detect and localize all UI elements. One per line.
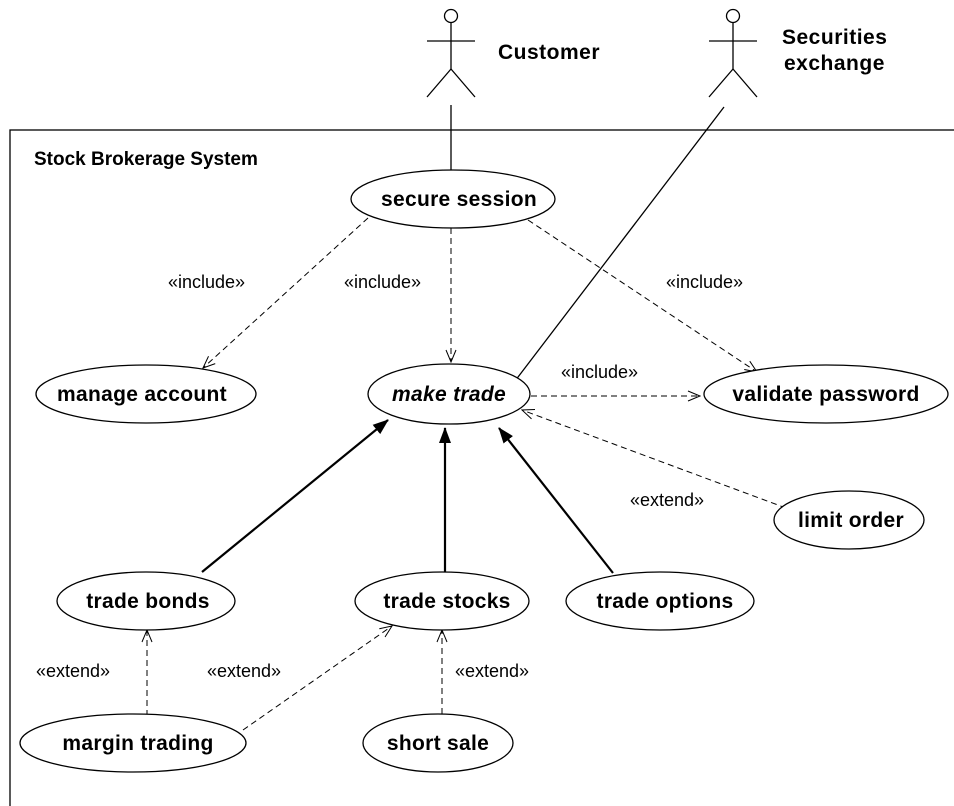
use-case-label: trade bonds bbox=[86, 590, 209, 613]
actor-securities-exchange[interactable]: Securities exchange bbox=[708, 8, 887, 98]
use-case-ellipse bbox=[19, 713, 247, 773]
use-case-manage-account[interactable]: manage account bbox=[35, 364, 257, 424]
actor-leg-right bbox=[732, 68, 758, 98]
use-case-trade-stocks[interactable]: trade stocks bbox=[354, 571, 530, 631]
system-title: Stock Brokerage System bbox=[34, 149, 258, 170]
actor-label-exchange-line2: exchange bbox=[784, 52, 885, 75]
system-boundary bbox=[9, 129, 954, 806]
use-case-ellipse bbox=[773, 490, 925, 550]
use-case-margin-trading[interactable]: margin trading bbox=[19, 713, 247, 773]
use-case-label: manage account bbox=[57, 383, 227, 406]
generalization-trade-options-to-make-trade bbox=[498, 427, 614, 574]
include-session-to-validate-password bbox=[527, 219, 757, 372]
use-case-trade-options[interactable]: trade options bbox=[565, 571, 755, 631]
label-include-validate-session: «include» bbox=[666, 272, 743, 292]
association-exchange-make-trade bbox=[514, 106, 725, 382]
use-case-label: limit order bbox=[798, 509, 904, 532]
include-session-to-manage-account bbox=[203, 217, 369, 368]
use-case-ellipse bbox=[35, 364, 257, 424]
use-case-limit-order[interactable]: limit order bbox=[773, 490, 925, 550]
actor-head bbox=[443, 8, 459, 24]
actor-label-exchange-line1: Securities bbox=[782, 26, 887, 49]
label-extend-margin-bonds: «extend» bbox=[36, 661, 110, 681]
use-case-ellipse bbox=[56, 571, 236, 631]
actor-leg-right bbox=[450, 68, 476, 98]
actor-head bbox=[725, 8, 741, 24]
label-include-make-trade: «include» bbox=[344, 272, 421, 292]
label-include-manage: «include» bbox=[168, 272, 245, 292]
use-case-label: secure session bbox=[381, 188, 537, 211]
extend-margin-trading-to-trade-stocks bbox=[242, 626, 392, 731]
use-case-label: trade options bbox=[597, 590, 734, 613]
actor-label-customer: Customer bbox=[498, 41, 600, 64]
use-case-make-trade[interactable]: make trade bbox=[367, 363, 531, 425]
use-case-label: short sale bbox=[387, 732, 489, 755]
actor-leg-left bbox=[426, 68, 452, 98]
use-case-validate-password[interactable]: validate password bbox=[703, 364, 949, 424]
use-case-ellipse bbox=[362, 713, 514, 773]
use-case-ellipse bbox=[367, 363, 531, 425]
use-case-trade-bonds[interactable]: trade bonds bbox=[56, 571, 236, 631]
label-extend-margin-stocks: «extend» bbox=[207, 661, 281, 681]
actor-leg-left bbox=[708, 68, 734, 98]
use-case-label: make trade bbox=[392, 383, 506, 406]
use-case-secure-session[interactable]: secure session bbox=[350, 169, 556, 229]
use-case-ellipse bbox=[703, 364, 949, 424]
label-extend-short-sale: «extend» bbox=[455, 661, 529, 681]
use-case-label: margin trading bbox=[62, 732, 213, 755]
use-case-ellipse bbox=[350, 169, 556, 229]
use-case-ellipse bbox=[354, 571, 530, 631]
use-case-ellipse bbox=[565, 571, 755, 631]
label-include-validate-trade: «include» bbox=[561, 362, 638, 382]
actor-customer[interactable]: Customer bbox=[426, 8, 600, 98]
extend-limit-order-to-make-trade bbox=[522, 410, 787, 509]
use-case-label: trade stocks bbox=[383, 590, 510, 613]
generalization-trade-bonds-to-make-trade bbox=[201, 419, 389, 573]
use-case-short-sale[interactable]: short sale bbox=[362, 713, 514, 773]
use-case-label: validate password bbox=[732, 383, 919, 406]
label-extend-limit-order: «extend» bbox=[630, 490, 704, 510]
